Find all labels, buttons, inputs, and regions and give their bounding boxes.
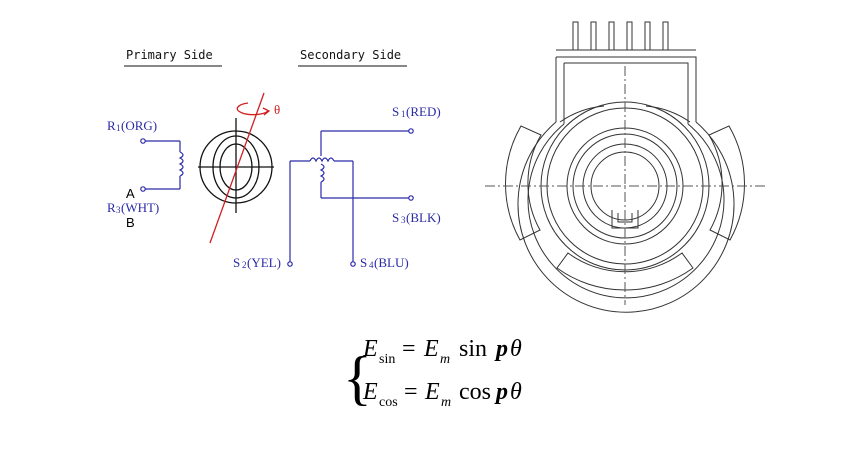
- body-outline: [517, 121, 735, 313]
- eq1-fn: sin: [459, 336, 487, 362]
- r3-label-color: (WHT): [121, 200, 159, 215]
- eq1-lhs-sub: sin: [379, 352, 395, 367]
- s1-label-sub: 1: [401, 109, 406, 119]
- eq2-lhs-sub: cos: [379, 395, 398, 410]
- s2-label-color: (YEL): [247, 255, 281, 270]
- connector-housing: [555, 56, 697, 122]
- eq1-lhs: E: [362, 336, 378, 362]
- s3-label-color: (BLK): [406, 210, 441, 225]
- primary-side-title: Primary Side: [126, 48, 213, 62]
- eq2-fn: cos: [459, 379, 491, 405]
- r1-label-color: (ORG): [121, 118, 157, 133]
- r1-label-sub: 1: [116, 123, 121, 133]
- marker-a: A: [126, 186, 135, 201]
- eq1-p: p: [494, 336, 508, 362]
- eq1-theta: θ: [510, 336, 522, 362]
- mounting-slots: [505, 105, 745, 291]
- secondary-side-title: Secondary Side: [300, 48, 401, 62]
- s4-label-main: S: [360, 255, 367, 270]
- resolver-equation: { E sin = E m sin p θ E cos = E m cos p …: [343, 336, 522, 411]
- eq2-theta: θ: [510, 379, 522, 405]
- connector-inner: [563, 62, 689, 124]
- s1-label-color: (RED): [406, 104, 441, 119]
- r1-label-main: R: [107, 118, 116, 133]
- r3-label-main: R: [107, 200, 116, 215]
- eq2-em: E: [424, 379, 440, 405]
- s2-label-sub: 2: [242, 260, 247, 270]
- s1-label-main: S: [392, 104, 399, 119]
- rotation-arrow: [209, 92, 271, 244]
- eq2-p: p: [494, 379, 508, 405]
- eq2-em-sub: m: [441, 395, 451, 410]
- s3-label-sub: 3: [401, 215, 406, 225]
- eq2-equals: =: [404, 379, 418, 405]
- secondary-winding: [287, 128, 414, 267]
- s4-label-color: (BLU): [374, 255, 409, 270]
- eq1-em: E: [423, 336, 439, 362]
- equation-brace: {: [343, 345, 372, 411]
- resolver-schematic: Primary Side Secondary Side R 1 (ORG) R …: [107, 48, 441, 270]
- eq1-em-sub: m: [440, 352, 450, 367]
- rotor-symbol: [198, 118, 274, 213]
- eq2-lhs: E: [362, 379, 378, 405]
- s3-label-main: S: [392, 210, 399, 225]
- s2-label-main: S: [233, 255, 240, 270]
- theta-label: θ: [274, 102, 280, 117]
- terminal-pins: [572, 21, 669, 51]
- marker-b: B: [126, 215, 135, 230]
- eq1-equals: =: [402, 336, 416, 362]
- centerlines: [485, 66, 765, 305]
- primary-winding: [140, 138, 184, 192]
- r3-label-sub: 3: [116, 205, 121, 215]
- resolver-mechanical-drawing: [485, 21, 765, 313]
- s4-label-sub: 4: [369, 260, 374, 270]
